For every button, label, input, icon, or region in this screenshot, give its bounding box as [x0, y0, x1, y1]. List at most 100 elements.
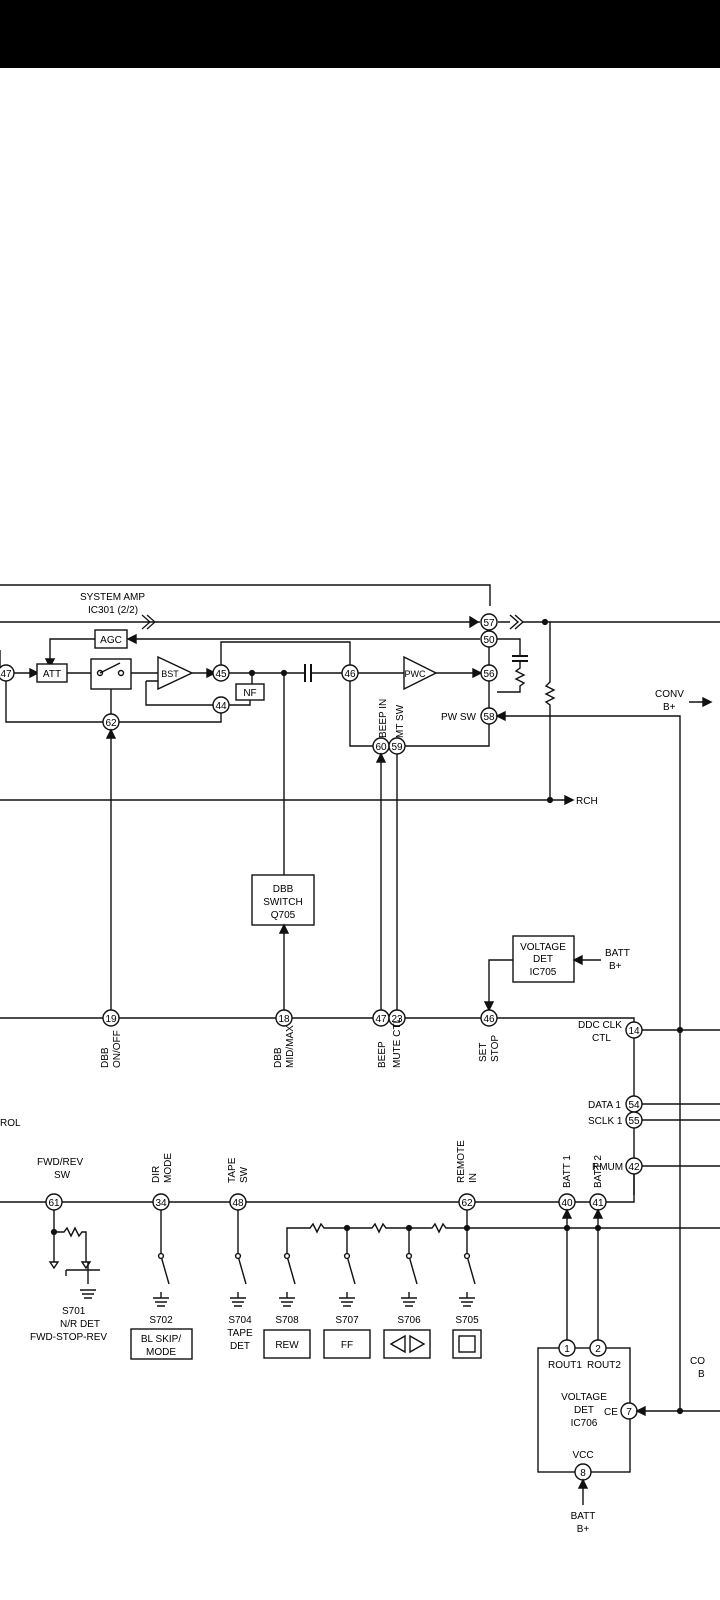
- label-pins-p14: 14: [628, 1026, 640, 1037]
- s701-label: S701: [62, 1306, 86, 1317]
- system-amp-title: SYSTEM AMP: [80, 592, 145, 603]
- label-labels-fwd_rev-1: SW: [54, 1170, 71, 1181]
- s702-label: S702: [149, 1315, 173, 1326]
- label-pins-p40: 40: [561, 1198, 573, 1209]
- label-pins-p57: 57: [483, 618, 495, 629]
- pin-2: [589, 1339, 607, 1357]
- top-black-bar: [0, 0, 720, 68]
- system-amp-ic: IC301 (2/2): [88, 605, 138, 616]
- s707-label: S707: [335, 1315, 359, 1326]
- beep-in-label: BEEP IN: [378, 699, 389, 738]
- s705-label: S705: [455, 1315, 479, 1326]
- co-b-label: CO: [690, 1356, 705, 1367]
- pin-18: [275, 1009, 293, 1027]
- rew-button: [263, 1329, 311, 1359]
- label-labels-batt_b_bottom-1: B+: [577, 1524, 590, 1535]
- voltage-det-ic705: [512, 935, 575, 983]
- batt-b-bottom: BATT: [571, 1511, 596, 1522]
- ff-button: [323, 1329, 371, 1359]
- label-blocks-dbb_switch-2: Q705: [271, 910, 296, 921]
- schematic-diagram: SYSTEM AMP IC301 (2/2) 57 AGC 50 47 ATT: [0, 584, 720, 1535]
- data1-label: DATA 1: [588, 1100, 621, 1111]
- bl-skip-mode-button: [130, 1328, 193, 1360]
- label-pins-p44: 44: [215, 701, 227, 712]
- control-section: DBB SWITCH Q705 VOLTAGE DET IC705 BATT B…: [0, 728, 720, 1195]
- label-labels-co_b-1: B: [698, 1369, 705, 1380]
- rol-label: ROL: [0, 1118, 21, 1129]
- tape-sw-label: TAPE: [227, 1157, 238, 1183]
- pin-46-lower: [480, 1009, 498, 1027]
- label-pins-p62b: 62: [461, 1198, 473, 1209]
- label-blocks-voltage_det_705-0: VOLTAGE: [520, 942, 566, 953]
- label-switches-s701-1: N/R DET: [60, 1319, 100, 1330]
- bst-amplifier: [157, 655, 194, 691]
- pin-23: [388, 1009, 406, 1027]
- label-blocks-voltage_det_705-2: IC705: [530, 967, 557, 978]
- dbb-onoff-label: DBB: [100, 1047, 111, 1068]
- label-blocks-dbb_switch-1: SWITCH: [263, 897, 302, 908]
- forward-play-icon: [409, 1334, 426, 1354]
- pin-19: [102, 1009, 120, 1027]
- att-label: ATT: [43, 669, 61, 680]
- remote-in-label: REMOTE: [456, 1140, 467, 1183]
- dir-mode-label: DIR: [151, 1166, 162, 1183]
- label-pins-p8: 8: [580, 1468, 586, 1479]
- label-labels-conv_b-1: B+: [663, 702, 676, 713]
- label-pins-p59: 59: [391, 742, 403, 753]
- sclk1-label: SCLK 1: [588, 1116, 623, 1127]
- label-switches-s704-1: TAPE: [227, 1328, 253, 1339]
- rch-label: RCH: [576, 796, 598, 807]
- label-labels-beep_mute-1: MUTE CTL: [392, 1018, 403, 1068]
- agc-label: AGC: [100, 635, 122, 646]
- label-pins-p2: 2: [595, 1344, 601, 1355]
- label-pins-p55: 55: [628, 1116, 640, 1127]
- pin-1: [558, 1339, 576, 1357]
- label-switches-s704-2: DET: [230, 1341, 250, 1352]
- batt2-label: BATT 2: [593, 1155, 604, 1188]
- label-labels-dbb_midmax-1: MID/MAX: [285, 1025, 296, 1068]
- label-blocks-voltage_det_705-1: DET: [533, 954, 553, 965]
- reverse-play-icon: [389, 1334, 406, 1354]
- switch-section: FWD/REV SW DIR MODE TAPE SW REMOTE IN BA…: [0, 1140, 720, 1535]
- s706-label: S706: [397, 1315, 421, 1326]
- rout2-label: ROUT2: [587, 1360, 621, 1371]
- ddc-clk-label: DDC CLK: [578, 1020, 622, 1031]
- label-pins-p58: 58: [483, 712, 495, 723]
- label-pins-p42: 42: [628, 1162, 640, 1173]
- s704-label: S704: [228, 1315, 252, 1326]
- set-stop-label: SET: [478, 1043, 489, 1062]
- system-amp-section: SYSTEM AMP IC301 (2/2) 57 AGC 50 47 ATT: [0, 584, 720, 1410]
- label-pins-p41: 41: [592, 1198, 604, 1209]
- rout1-label: ROUT1: [548, 1360, 582, 1371]
- nf-label: NF: [243, 688, 256, 699]
- label-pins-p34: 34: [155, 1198, 167, 1209]
- stop-icon: [458, 1335, 476, 1353]
- label-pins-p60: 60: [375, 742, 387, 753]
- label-pins-p46b: 46: [483, 1014, 495, 1025]
- dbb-switch-block: [251, 874, 315, 926]
- s708-label: S708: [275, 1315, 299, 1326]
- fwd-rev-label: FWD/REV: [37, 1157, 83, 1168]
- label-blocks-voltage_det_706-2: IC706: [571, 1418, 598, 1429]
- pw-sw-label: PW SW: [441, 712, 477, 723]
- batt-b-top: BATT: [605, 948, 630, 959]
- label-pins-p56: 56: [483, 669, 495, 680]
- label-pins-p61: 61: [48, 1198, 60, 1209]
- rmum-label: RMUM: [592, 1162, 623, 1173]
- label-pins-p62a: 62: [105, 718, 117, 729]
- label-labels-dbb_onoff-1: ON/OFF: [112, 1030, 123, 1068]
- label-switches-s702-2: MODE: [146, 1347, 176, 1358]
- label-blocks-dbb_switch-0: DBB: [273, 884, 294, 895]
- label-pins-p7: 7: [626, 1407, 632, 1418]
- label-pins-p1: 1: [564, 1344, 570, 1355]
- label-labels-set_stop-1: STOP: [490, 1035, 501, 1062]
- ce-label: CE: [604, 1407, 618, 1418]
- label-pins-p18: 18: [278, 1014, 290, 1025]
- pwc-label: PWC: [405, 669, 426, 679]
- label-blocks-voltage_det_706-1: DET: [574, 1405, 594, 1416]
- bst-label: BST: [161, 669, 179, 679]
- conv-b-label: CONV: [655, 689, 684, 700]
- voltage-det-ic706: [537, 1347, 631, 1473]
- label-pins-p45: 45: [215, 669, 227, 680]
- dbb-midmax-label: DBB: [273, 1047, 284, 1068]
